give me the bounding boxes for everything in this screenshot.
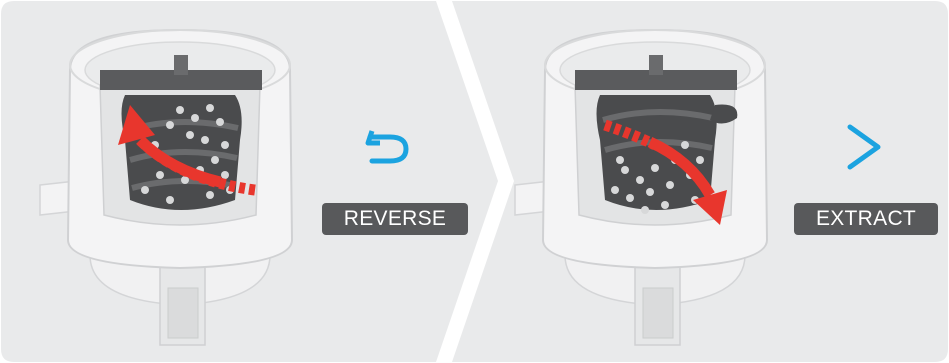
juicer-illustration-extract: [505, 10, 805, 355]
reverse-label: REVERSE: [322, 203, 468, 235]
juicer-illustration-reverse: [30, 10, 330, 355]
extract-label: EXTRACT: [794, 203, 938, 235]
u-turn-arrow-icon: [362, 123, 422, 167]
chevron-right-icon: [842, 121, 886, 173]
